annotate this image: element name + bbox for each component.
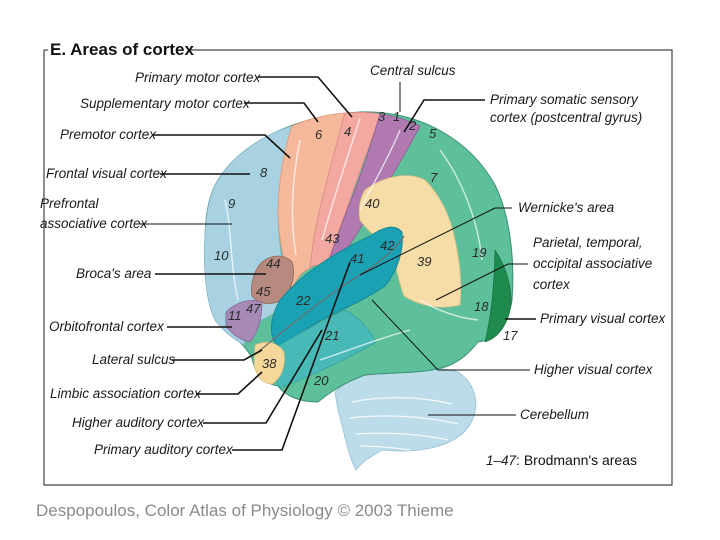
brain-illustration [203, 111, 514, 471]
gyri-highlights [224, 117, 483, 361]
label-central-sulcus: Central sulcus [370, 63, 456, 78]
label-cerebellum: Cerebellum [520, 407, 589, 422]
leader-parietal [435, 263, 528, 301]
leader-primary-somatic [403, 99, 485, 133]
leader-higher-visual [371, 299, 530, 371]
label-parietal-line2: occipital associative [533, 256, 652, 271]
label-primary-motor-cortex: Primary motor cortex [135, 70, 262, 85]
label-wernickes-area: Wernicke's area [518, 200, 615, 215]
area-number-1: 1 [393, 109, 400, 124]
area-number-19: 19 [472, 245, 486, 260]
area-number-47: 47 [246, 301, 261, 316]
area-number-20: 20 [313, 373, 329, 388]
area-number-39: 39 [417, 254, 431, 269]
leader-supplementary-motor [244, 102, 319, 123]
area-number-11: 11 [228, 308, 242, 323]
association-region [358, 175, 462, 308]
area-number-3: 3 [378, 109, 386, 124]
area-number-41: 41 [350, 251, 364, 266]
caption-number: 1–47 [486, 453, 517, 468]
label-primary-visual-cortex: Primary visual cortex [540, 311, 667, 326]
panel-frame [43, 49, 673, 486]
area-number-43: 43 [325, 231, 340, 246]
leader-premotor [153, 134, 291, 159]
lateral-sulcus-line [257, 235, 405, 353]
label-higher-auditory-cortex: Higher auditory cortex [72, 415, 205, 430]
area-number-38: 38 [262, 356, 277, 371]
area-number-42: 42 [380, 238, 395, 253]
area-number-10: 10 [214, 248, 229, 263]
label-primary-somatic-line1: Primary somatic sensory [490, 92, 639, 107]
label-premotor-cortex: Premotor cortex [60, 127, 157, 142]
area-number-4: 4 [344, 124, 351, 139]
area-number-17: 17 [503, 328, 518, 343]
leader-lateral-sulcus [172, 349, 263, 361]
label-primary-somatic-line2: cortex (postcentral gyrus) [490, 110, 642, 125]
area-number-44: 44 [266, 256, 280, 271]
label-frontal-visual-cortex: Frontal visual cortex [46, 166, 168, 181]
panel-title: E. Areas of cortex [50, 40, 194, 59]
label-primary-auditory-cortex: Primary auditory cortex [94, 442, 234, 457]
orbitofrontal-region [225, 300, 263, 343]
label-brocas-area: Broca's area [76, 266, 152, 281]
area-number-22: 22 [295, 293, 311, 308]
label-lateral-sulcus: Lateral sulcus [92, 352, 176, 367]
area-number-2: 2 [408, 118, 417, 133]
cerebellum-region [334, 366, 477, 471]
left-labels: Primary motor cortex Supplementary motor… [40, 70, 353, 457]
area-number-21: 21 [324, 328, 339, 343]
label-higher-visual-cortex: Higher visual cortex [534, 362, 654, 377]
area-number-5: 5 [429, 126, 437, 141]
leader-primary-auditory [232, 261, 351, 451]
label-prefrontal-line1: Prefrontal [40, 196, 100, 211]
area-number-18: 18 [474, 299, 489, 314]
area-number-9: 9 [228, 196, 235, 211]
label-orbitofrontal-cortex: Orbitofrontal cortex [49, 319, 165, 334]
figure-caption: 1–47: Brodmann's areas [486, 452, 637, 468]
label-parietal-line3: cortex [533, 277, 571, 292]
area-number-40: 40 [365, 196, 380, 211]
leader-limbic [196, 371, 263, 395]
label-prefrontal-line2: associative cortex [40, 216, 149, 231]
area-number-7: 7 [430, 170, 438, 185]
area-number-6: 6 [315, 127, 323, 142]
label-limbic-association-cortex: Limbic association cortex [50, 386, 202, 401]
right-labels: Central sulcus Primary somatic sensory c… [359, 63, 667, 422]
leader-wernickes [359, 207, 512, 276]
area-number-8: 8 [260, 165, 268, 180]
primary-visual-region [484, 249, 512, 343]
source-credit: Despopoulos, Color Atlas of Physiology ©… [36, 501, 454, 520]
area-numbers: 3 1 2 5 6 4 8 7 9 40 43 42 19 10 41 39 4… [214, 109, 518, 388]
area-number-45: 45 [256, 284, 271, 299]
caption-text: : Brodmann's areas [516, 452, 637, 468]
leader-primary-motor [258, 76, 353, 118]
label-parietal-line1: Parietal, temporal, [533, 235, 643, 250]
leader-higher-auditory [203, 329, 323, 424]
label-supplementary-motor-cortex: Supplementary motor cortex [80, 96, 251, 111]
